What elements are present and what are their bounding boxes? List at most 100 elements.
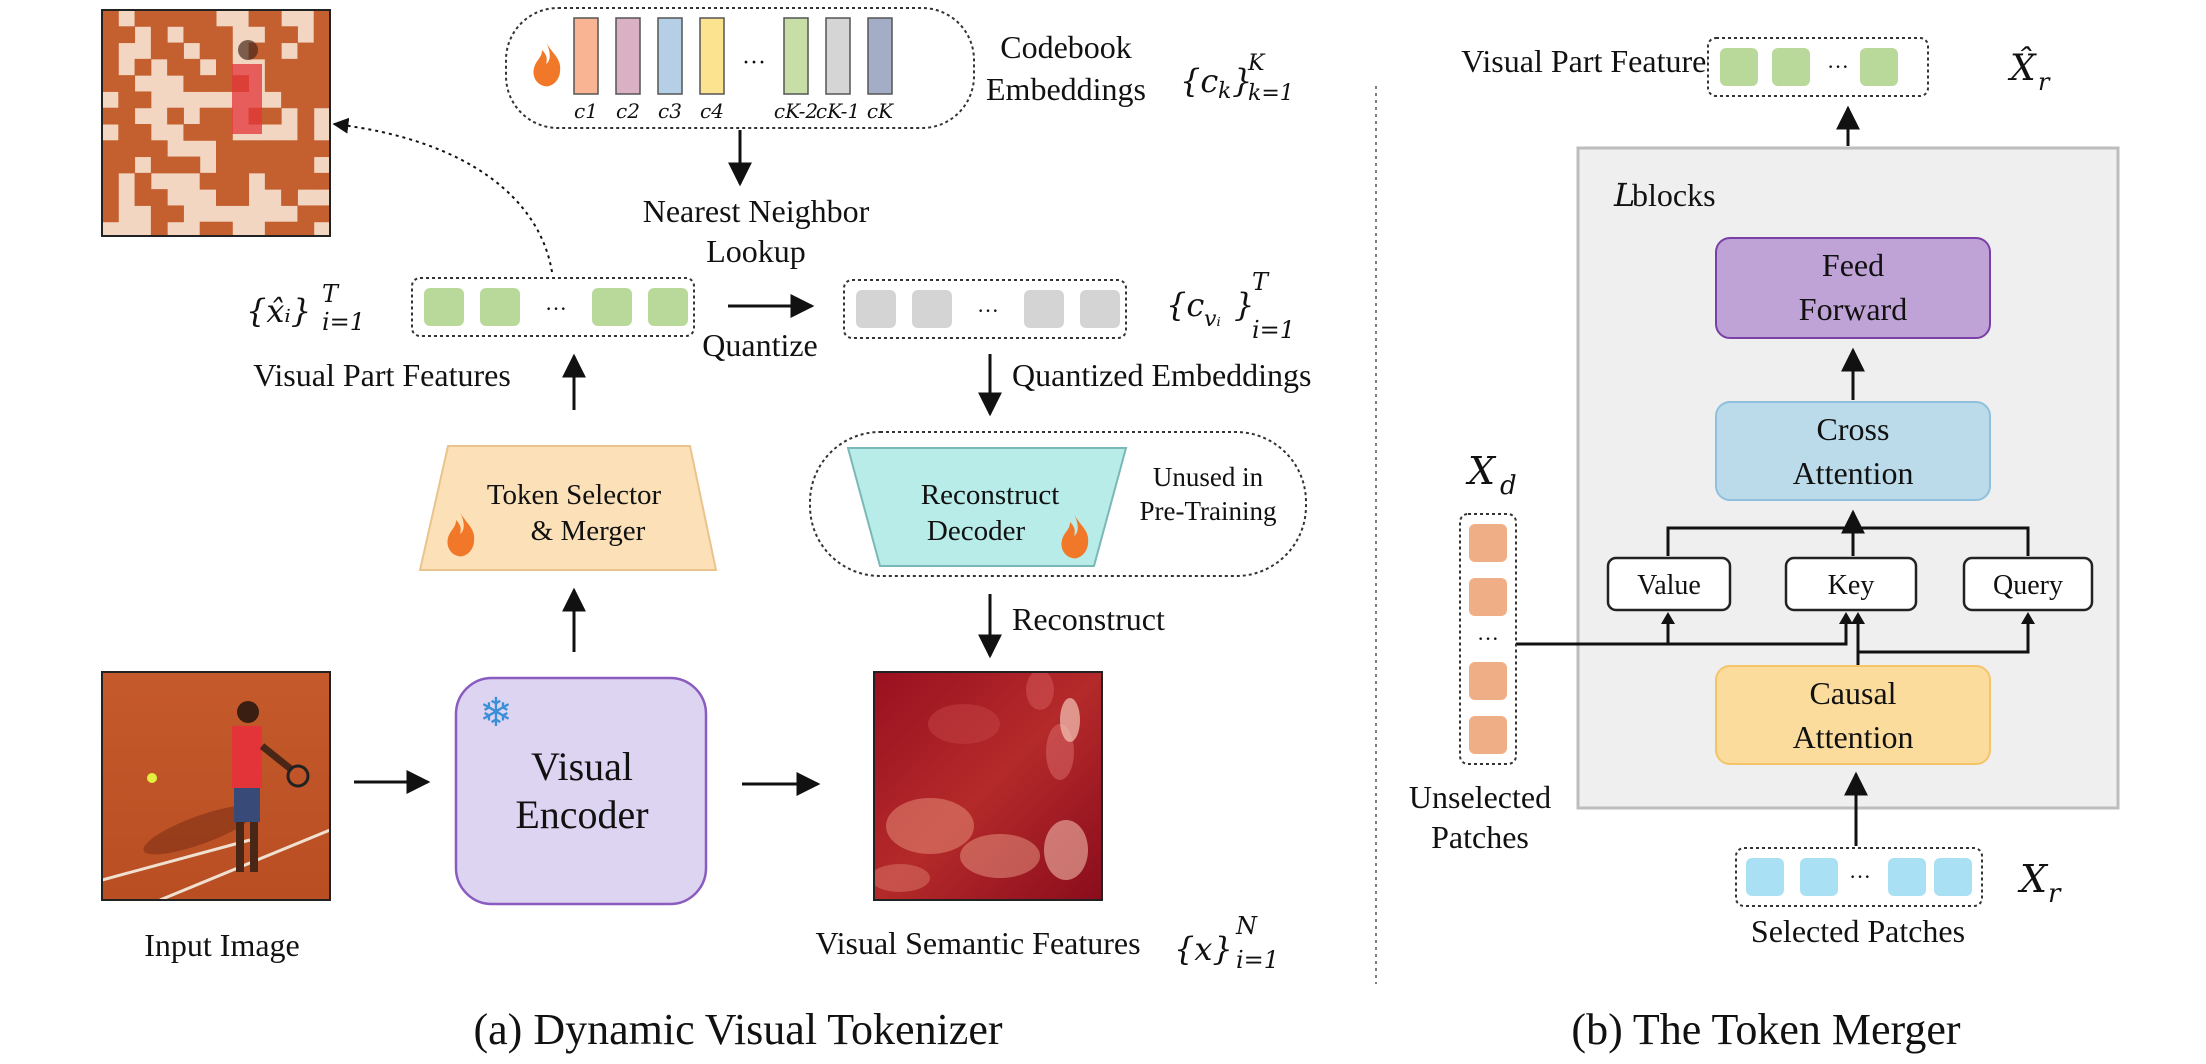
value-label: Value <box>1637 570 1701 601</box>
codebook-vector <box>825 17 851 95</box>
feed-forward-block <box>1715 237 1991 339</box>
svg-text:T: T <box>322 280 340 308</box>
quantize-label: Quantize <box>702 327 818 363</box>
svg-text:{c: {c <box>1166 286 1204 324</box>
snowflake-icon: ❄ <box>479 690 513 736</box>
unselected-line2: Patches <box>1431 819 1529 855</box>
visual-part-features-tokens: ··· <box>424 288 688 326</box>
selected-patch-token <box>1934 858 1972 896</box>
selected-patch-token <box>1746 858 1784 896</box>
svg-text:X: X <box>2017 857 2049 901</box>
unselected-patch-token <box>1469 524 1507 562</box>
reconstruct-label: Reconstruct <box>1012 601 1165 637</box>
svg-text:T: T <box>1252 268 1270 296</box>
svg-text:{x}: {x} <box>1174 930 1233 968</box>
xr-math: X r <box>2017 857 2062 909</box>
caption-a: (a) Dynamic Visual Tokenizer <box>473 1005 1002 1054</box>
svg-text:X: X <box>1465 449 1497 493</box>
semantic-feature-heatmap <box>874 672 1102 900</box>
codebook-vector-label: cK-2 <box>774 99 818 123</box>
svg-text:i=1: i=1 <box>1252 316 1295 344</box>
key-box <box>1784 556 1918 612</box>
codebook-vector <box>783 17 809 95</box>
quantized-token <box>912 290 952 328</box>
flame-icon <box>1061 514 1089 559</box>
token-selector-merger <box>418 445 718 571</box>
key-label: Key <box>1828 570 1875 601</box>
causal-connectors <box>1856 622 2030 666</box>
token-selector-line1: Token Selector <box>487 479 662 511</box>
nn-lookup-line1: Nearest Neighbor <box>643 193 870 229</box>
reconstruct-decoder <box>846 447 1128 567</box>
codebook-ellipsis: ··· <box>742 50 766 76</box>
codebook-vector <box>615 17 641 95</box>
feed-forward-line2: Forward <box>1799 291 1907 327</box>
query-box <box>1962 556 2094 612</box>
input-image-label: Input Image <box>144 927 300 963</box>
feature-token <box>648 288 688 326</box>
decoder-label-line1: Reconstruct <box>921 479 1060 511</box>
unselected-patch-token <box>1469 662 1507 700</box>
masked-image <box>102 10 330 236</box>
codebook-math: {c k } K k=1 <box>1180 51 1294 106</box>
output-token <box>1860 48 1898 86</box>
selected-patch-tokens: ··· <box>1746 858 1972 896</box>
feature-token-ellipsis: ··· <box>545 296 567 321</box>
svg-text:}: } <box>1234 286 1254 324</box>
unselected-line1: Unselected <box>1409 779 1551 815</box>
codebook-vector <box>699 17 725 95</box>
svg-text:blocks: blocks <box>1632 177 1716 213</box>
svg-text:r: r <box>2038 68 2051 96</box>
feature-token <box>592 288 632 326</box>
svg-text:}: } <box>1232 62 1252 100</box>
vsf-math: {x} N i=1 <box>1174 912 1279 974</box>
svg-text:r: r <box>2048 879 2062 909</box>
encoder-label-line1: Visual <box>531 744 633 789</box>
unselected-patch-token <box>1469 578 1507 616</box>
visual-semantic-features-label: Visual Semantic Features <box>815 925 1140 961</box>
vpf-math: {x̂ᵢ} T i=1 <box>246 280 365 336</box>
unused-label-line2: Pre-Training <box>1139 496 1276 526</box>
quantized-token <box>1024 290 1064 328</box>
svg-text:K: K <box>1247 51 1266 76</box>
b-output-tokens: ··· <box>1720 48 1898 86</box>
svg-text:d: d <box>1500 471 1517 501</box>
nn-lookup-line2: Lookup <box>706 233 806 269</box>
selected-patches-label: Selected Patches <box>1751 913 1965 949</box>
codebook-vector-label: cK-1 <box>816 99 860 123</box>
causal-attention-line1: Causal <box>1809 675 1896 711</box>
codebook-vector-label: cK <box>867 99 894 123</box>
query-label: Query <box>1993 570 2063 601</box>
l-blocks-label: L blocks <box>1613 176 1716 214</box>
arrow-features-to-masked-image <box>332 117 553 273</box>
cross-attention-line2: Attention <box>1793 455 1914 491</box>
output-token-ellipsis: ··· <box>1827 54 1849 79</box>
cross-attention-line1: Cross <box>1817 411 1890 447</box>
quantized-token <box>856 290 896 328</box>
codebook-vector <box>867 17 893 95</box>
codebook-vector <box>657 17 683 95</box>
output-token <box>1720 48 1758 86</box>
b-visual-part-features-label: Visual Part Features <box>1461 43 1719 79</box>
value-box <box>1606 556 1732 612</box>
codebook-title-line1: Codebook <box>1000 29 1132 65</box>
xd-math: X d <box>1465 449 1517 501</box>
selected-patch-ellipsis: ··· <box>1849 864 1871 889</box>
unselected-patch-token <box>1469 716 1507 754</box>
codebook-vector <box>573 17 599 95</box>
cv-math: {c vᵢ } T i=1 <box>1166 268 1295 344</box>
xr-hat-math: X̂ r <box>2007 46 2051 96</box>
codebook-vector-label: c3 <box>658 99 682 123</box>
quantized-token-ellipsis: ··· <box>977 298 999 323</box>
feature-token <box>424 288 464 326</box>
svg-text:i=1: i=1 <box>1236 946 1279 974</box>
selected-patch-token <box>1888 858 1926 896</box>
svg-text:i=1: i=1 <box>322 308 365 336</box>
codebook-title-line2: Embeddings <box>986 71 1146 107</box>
unselected-patch-tokens: ··· <box>1469 524 1507 754</box>
unselected-patches-box <box>1459 513 1517 765</box>
flame-icon <box>533 42 561 87</box>
visual-encoder <box>454 676 708 906</box>
quantized-embeddings-label: Quantized Embeddings <box>1012 357 1311 393</box>
